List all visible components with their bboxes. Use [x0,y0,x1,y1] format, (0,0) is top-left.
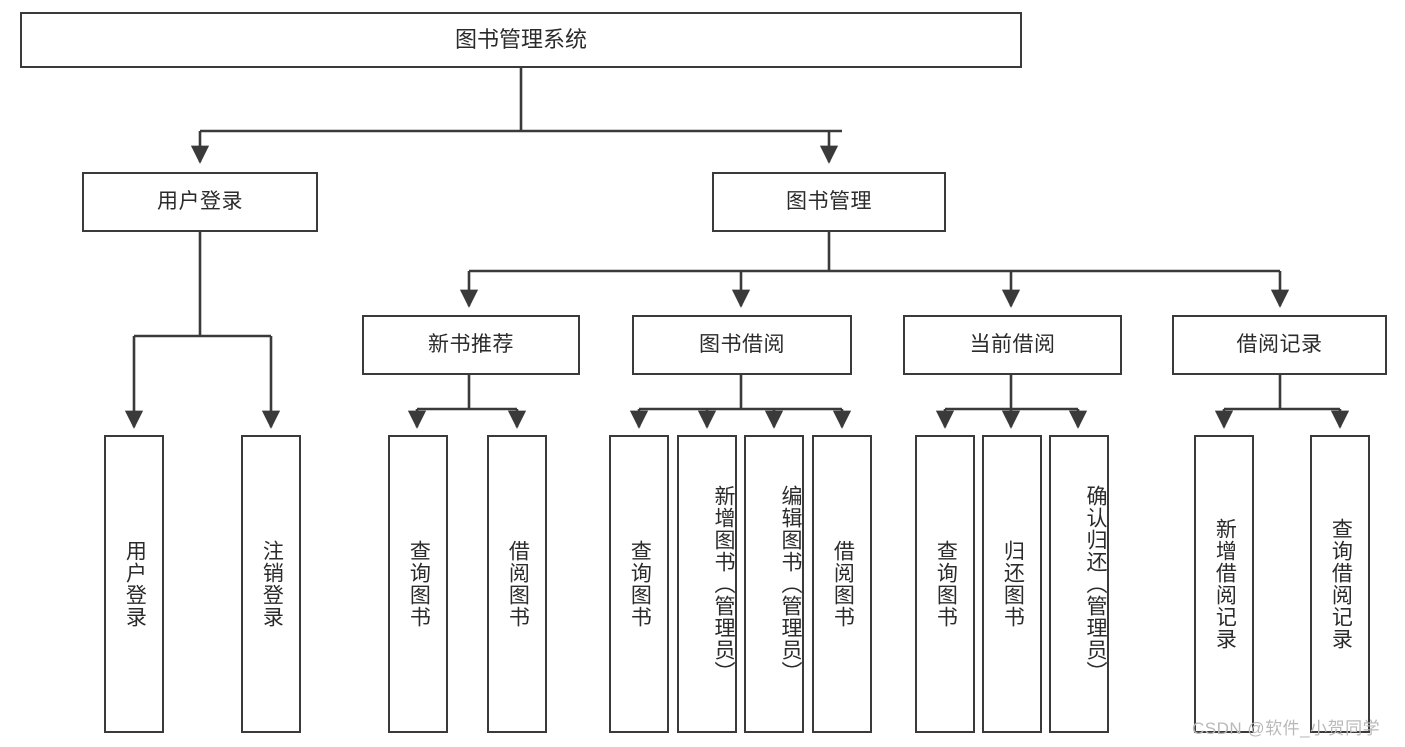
csdn-watermark: CSDN @软件_小贺同学 [1192,719,1381,738]
node-root-book-management-system[interactable]: 图书管理系统 [20,12,1022,68]
node-label: 编辑图书（管理员） [779,485,802,683]
node-label: 注销登录 [260,540,284,628]
node-label: 用户登录 [157,189,243,213]
node-label: 查询借阅记录 [1329,518,1353,650]
node-label: 图书管理系统 [454,27,587,53]
node-leaf-query-book-1[interactable]: 查询图书 [388,435,448,733]
node-label: 新增借阅记录 [1213,518,1237,650]
node-new-book-recommend[interactable]: 新书推荐 [362,315,580,375]
node-leaf-query-book-2[interactable]: 查询图书 [609,435,669,733]
node-current-borrow[interactable]: 当前借阅 [903,315,1122,375]
node-label: 借阅图书 [506,540,530,628]
node-label: 用户登录 [123,540,147,628]
node-label: 借阅图书 [831,540,855,628]
node-borrow-record[interactable]: 借阅记录 [1172,315,1387,375]
node-leaf-add-record[interactable]: 新增借阅记录 [1194,435,1254,733]
node-leaf-borrow-book-2[interactable]: 借阅图书 [812,435,872,733]
node-leaf-logout-login[interactable]: 注销登录 [241,435,301,733]
node-label: 当前借阅 [969,332,1056,356]
node-label: 确认归还（管理员） [1084,485,1107,683]
node-book-borrow[interactable]: 图书借阅 [632,315,852,375]
node-label: 查询图书 [407,540,431,628]
node-leaf-borrow-book-1[interactable]: 借阅图书 [487,435,547,733]
node-label: 查询图书 [934,540,958,628]
node-leaf-edit-book[interactable]: 编辑图书（管理员） [744,435,804,733]
node-leaf-query-book-3[interactable]: 查询图书 [915,435,975,733]
node-label: 新增图书（管理员） [712,485,735,683]
node-label: 归还图书 [1001,540,1025,628]
node-label: 新书推荐 [428,332,514,356]
node-label: 图书借阅 [699,332,785,356]
node-leaf-query-record[interactable]: 查询借阅记录 [1310,435,1370,733]
node-leaf-add-book[interactable]: 新增图书（管理员） [677,435,737,733]
node-label: 查询图书 [628,540,652,628]
node-user-login[interactable]: 用户登录 [82,172,318,232]
node-book-manage[interactable]: 图书管理 [712,172,946,232]
node-label: 借阅记录 [1236,332,1323,356]
node-label: 图书管理 [786,189,872,213]
node-leaf-return-book[interactable]: 归还图书 [982,435,1042,733]
node-leaf-confirm-return[interactable]: 确认归还（管理员） [1049,435,1109,733]
node-leaf-user-login[interactable]: 用户登录 [104,435,164,733]
